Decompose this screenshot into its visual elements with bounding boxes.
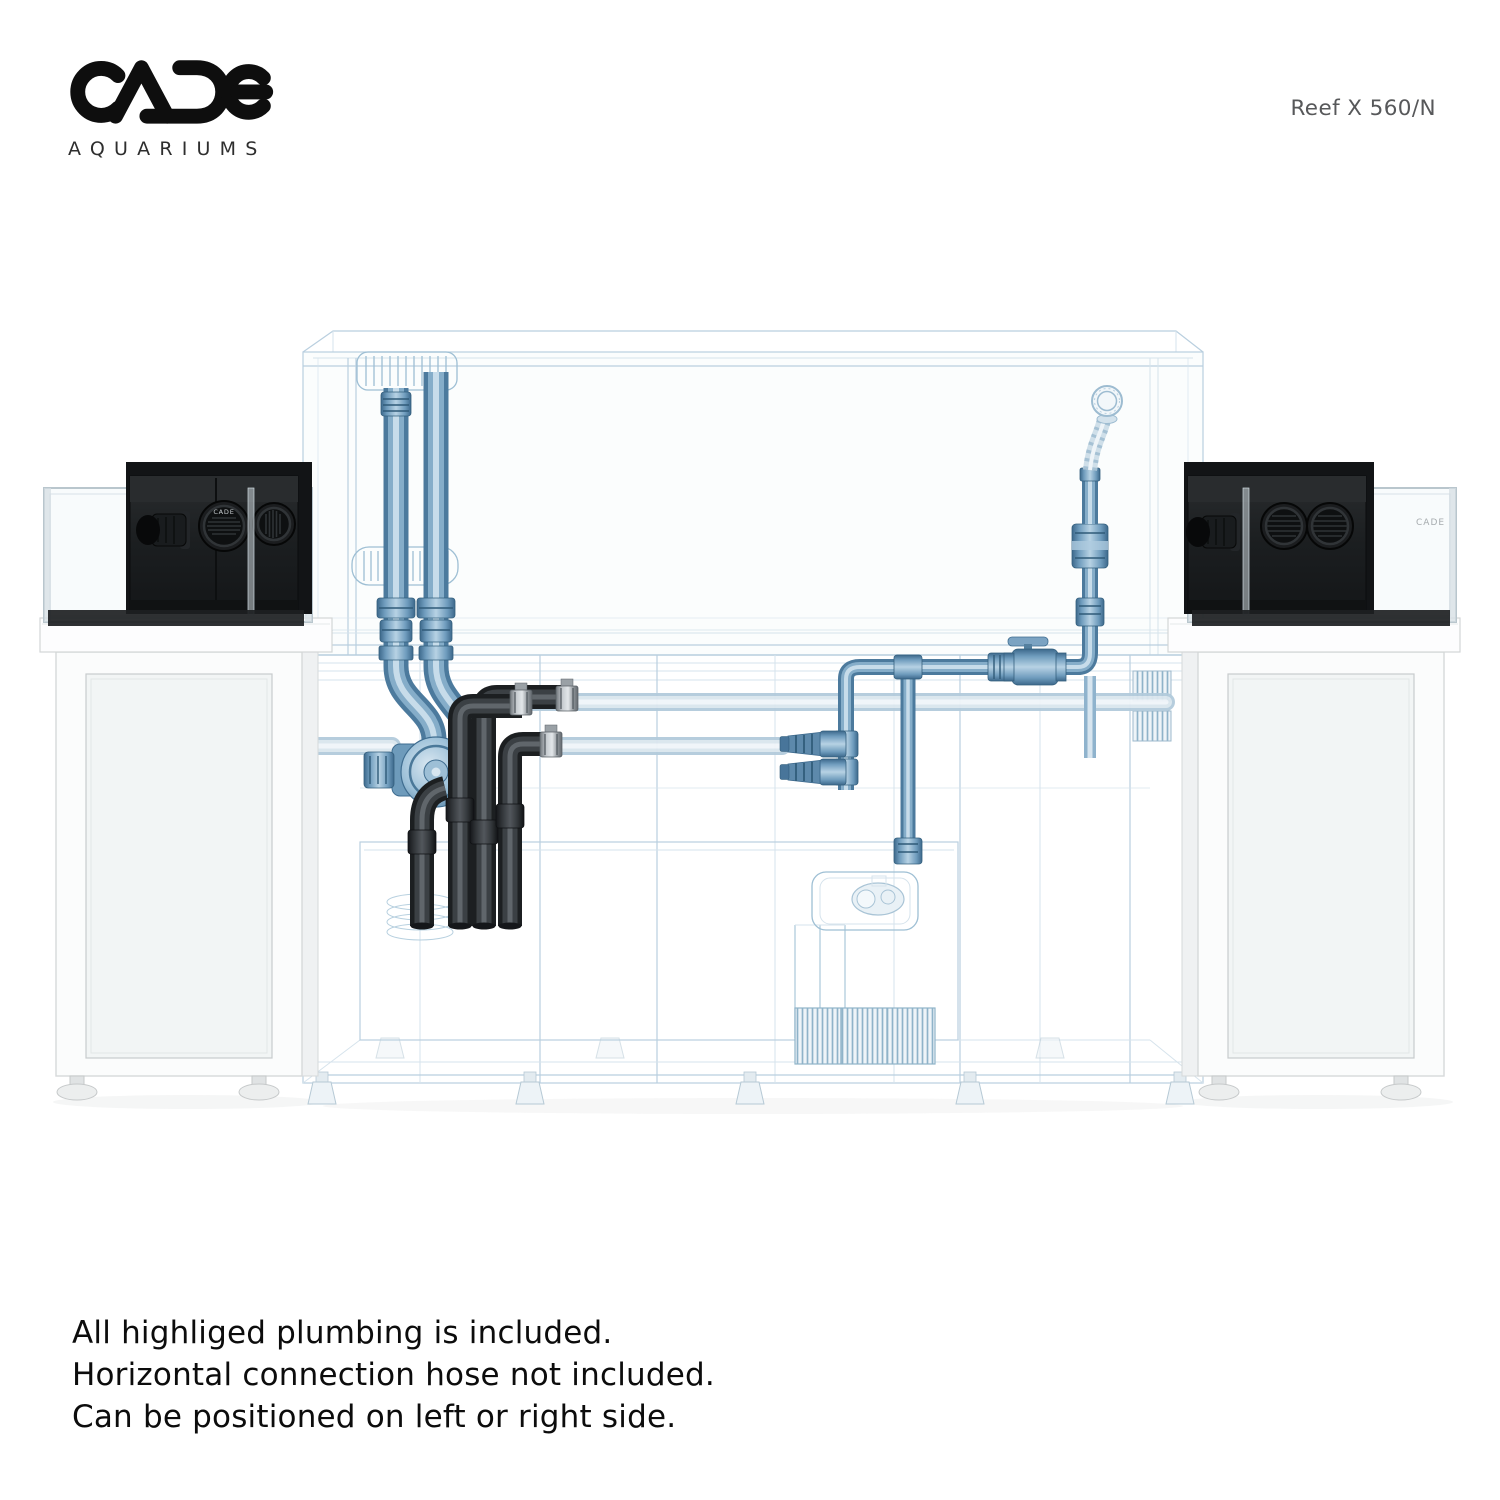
note-line: All highliged plumbing is included. bbox=[72, 1315, 613, 1351]
refugium-grate-icon bbox=[794, 1007, 936, 1065]
union-fittings-icon bbox=[376, 597, 456, 661]
bulkhead-port-icon bbox=[1306, 502, 1354, 550]
bulkhead-port-icon bbox=[252, 502, 296, 546]
black-standpipes bbox=[407, 678, 579, 930]
louver-vent-icon bbox=[1132, 710, 1172, 742]
right-cabinet-door bbox=[1227, 673, 1415, 1059]
hose-clamp-icon bbox=[539, 724, 563, 758]
return-plumbing bbox=[779, 385, 1123, 865]
stand-back-feet bbox=[375, 1037, 1065, 1059]
left-cabinet bbox=[39, 617, 333, 1101]
note-line: Can be positioned on left or right side. bbox=[72, 1399, 677, 1435]
footer-notes: All highliged plumbing is included. Hori… bbox=[72, 1312, 715, 1438]
brand-logo: AQUARIUMS bbox=[64, 56, 279, 160]
cabinet-foot-icon bbox=[1198, 1075, 1422, 1101]
stand-leveling-feet bbox=[307, 1071, 1195, 1105]
tank-barb-fitting-icon bbox=[136, 511, 190, 549]
cade-wordmark-icon bbox=[70, 60, 274, 124]
brand-tagline: AQUARIUMS bbox=[68, 138, 267, 160]
hose-barb-outlets-icon bbox=[779, 730, 859, 786]
port-label: CADE bbox=[213, 508, 234, 516]
bulkhead-port-icon bbox=[1260, 502, 1308, 550]
return-pump-icon bbox=[851, 875, 905, 916]
reducer-fitting-icon bbox=[380, 391, 412, 417]
connection-hoses bbox=[219, 693, 1175, 755]
bulkhead-port-icon: CADE bbox=[198, 500, 250, 552]
return-nozzle-icon bbox=[1091, 385, 1123, 424]
note-line: Horizontal connection hose not included. bbox=[72, 1357, 715, 1393]
model-label: Reef X 560/N bbox=[1290, 96, 1436, 121]
return-riser-unions-icon bbox=[1071, 523, 1109, 627]
ball-valve-icon bbox=[1003, 636, 1067, 686]
hose-clamp-icon bbox=[509, 682, 533, 716]
tank-barb-fitting-icon bbox=[1186, 513, 1240, 551]
flexible-return-hose-icon bbox=[1083, 418, 1111, 471]
protein-skimmer-icon bbox=[811, 871, 919, 931]
right-frag-tank: CADE bbox=[1184, 462, 1457, 626]
right-cabinet bbox=[1167, 617, 1461, 1101]
left-cabinet-door bbox=[85, 673, 273, 1059]
glass-watermark: CADE bbox=[1416, 518, 1445, 528]
cabinet-foot-icon bbox=[56, 1075, 280, 1101]
left-frag-tank: CADE bbox=[43, 462, 313, 626]
hose-clamp-icon bbox=[555, 678, 579, 712]
